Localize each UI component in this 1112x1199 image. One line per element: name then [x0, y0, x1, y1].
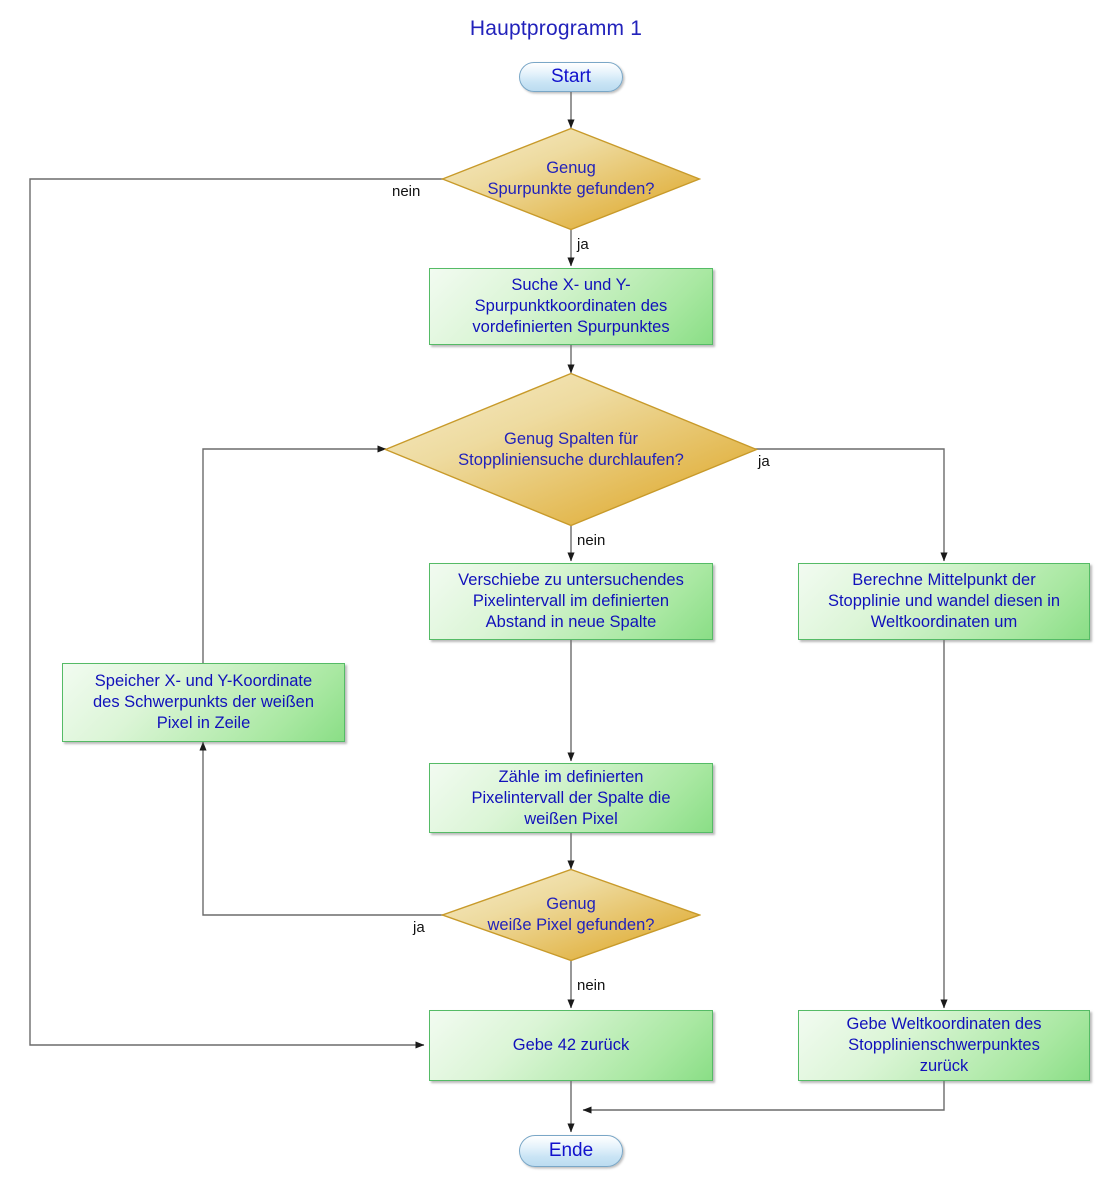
- process-line-2: Stopplinienschwerpunktes: [848, 1036, 1040, 1054]
- process-line-2: Stopplinie und wandel diesen in: [827, 592, 1061, 610]
- node-start[interactable]: Start: [519, 62, 623, 92]
- node-start-label: Start: [550, 66, 592, 87]
- node-process-berechne-mittelpunkt[interactable]: Berechne Mittelpunkt der Stopplinie und …: [798, 563, 1090, 640]
- process-line-1: Gebe 42 zurück: [512, 1036, 630, 1054]
- process-line-1: Speicher X- und Y-Koordinate: [94, 672, 313, 690]
- process-line-3: vordefinierten Spurpunktes: [472, 318, 670, 336]
- edge-d3-ja-to-p4: [199, 741, 443, 916]
- edge-d2-ja-to-p3: [751, 448, 948, 562]
- edge-d1-nein-to-p6: [29, 178, 443, 1049]
- node-process-suche-spurpunktkoordinaten[interactable]: Suche X- und Y- Spurpunktkoordinaten des…: [429, 268, 713, 345]
- edge-p4-to-d2: [202, 445, 387, 663]
- node-process-speicher-koordinate[interactable]: Speicher X- und Y-Koordinate des Schwerp…: [62, 663, 345, 742]
- process-line-1: Verschiebe zu untersuchendes: [458, 571, 684, 589]
- process-line-3: zurück: [919, 1057, 969, 1075]
- node-end-label: Ende: [548, 1140, 594, 1161]
- node-decision-genug-weisse-pixel[interactable]: Genug weiße Pixel gefunden?: [441, 868, 701, 962]
- process-line-3: weißen Pixel: [524, 809, 618, 828]
- process-line-1: Suche X- und Y-: [511, 276, 631, 294]
- edge-label-d3-nein: nein: [577, 977, 606, 994]
- edge-label-d1-nein: nein: [392, 183, 421, 200]
- process-line-1: Berechne Mittelpunkt der: [852, 571, 1036, 589]
- process-line-3: Abstand in neue Spalte: [485, 613, 657, 631]
- diamond-shape: [441, 868, 701, 962]
- process-line-3: Weltkoordinaten um: [870, 613, 1018, 631]
- page-title: Hauptprogramm 1: [469, 17, 643, 40]
- node-process-verschiebe-pixelintervall[interactable]: Verschiebe zu untersuchendes Pixelinterv…: [429, 563, 713, 640]
- process-line-1: Gebe Weltkoordinaten des: [846, 1015, 1042, 1033]
- process-line-2: des Schwerpunkts der weißen: [92, 693, 315, 711]
- edge-label-d3-ja: ja: [413, 919, 425, 936]
- edge-label-d2-nein: nein: [577, 532, 606, 549]
- edge-label-d2-ja: ja: [758, 453, 770, 470]
- edge-p7-to-end: [582, 1081, 945, 1114]
- process-line-2: Spurpunktkoordinaten des: [474, 297, 668, 315]
- process-line-2: Pixelintervall der Spalte die: [471, 788, 671, 807]
- node-process-zaehle-weisse-pixel[interactable]: Zähle im definierten Pixelintervall der …: [429, 763, 713, 833]
- diamond-shape: [441, 127, 701, 231]
- node-end[interactable]: Ende: [519, 1135, 623, 1167]
- node-process-gebe-weltkoordinaten-zurueck[interactable]: Gebe Weltkoordinaten des Stopplinienschw…: [798, 1010, 1090, 1081]
- edge-label-d1-ja: ja: [577, 236, 589, 253]
- node-process-gebe-42-zurueck[interactable]: Gebe 42 zurück: [429, 1010, 713, 1081]
- process-line-1: Zähle im definierten: [498, 767, 644, 786]
- diamond-shape: [384, 372, 758, 527]
- process-line-3: Pixel in Zeile: [156, 714, 251, 732]
- node-decision-genug-spalten[interactable]: Genug Spalten für Stoppliniensuche durch…: [384, 372, 758, 527]
- node-decision-genug-spurpunkte[interactable]: Genug Spurpunkte gefunden?: [441, 127, 701, 231]
- process-line-2: Pixelintervall im definierten: [472, 592, 670, 610]
